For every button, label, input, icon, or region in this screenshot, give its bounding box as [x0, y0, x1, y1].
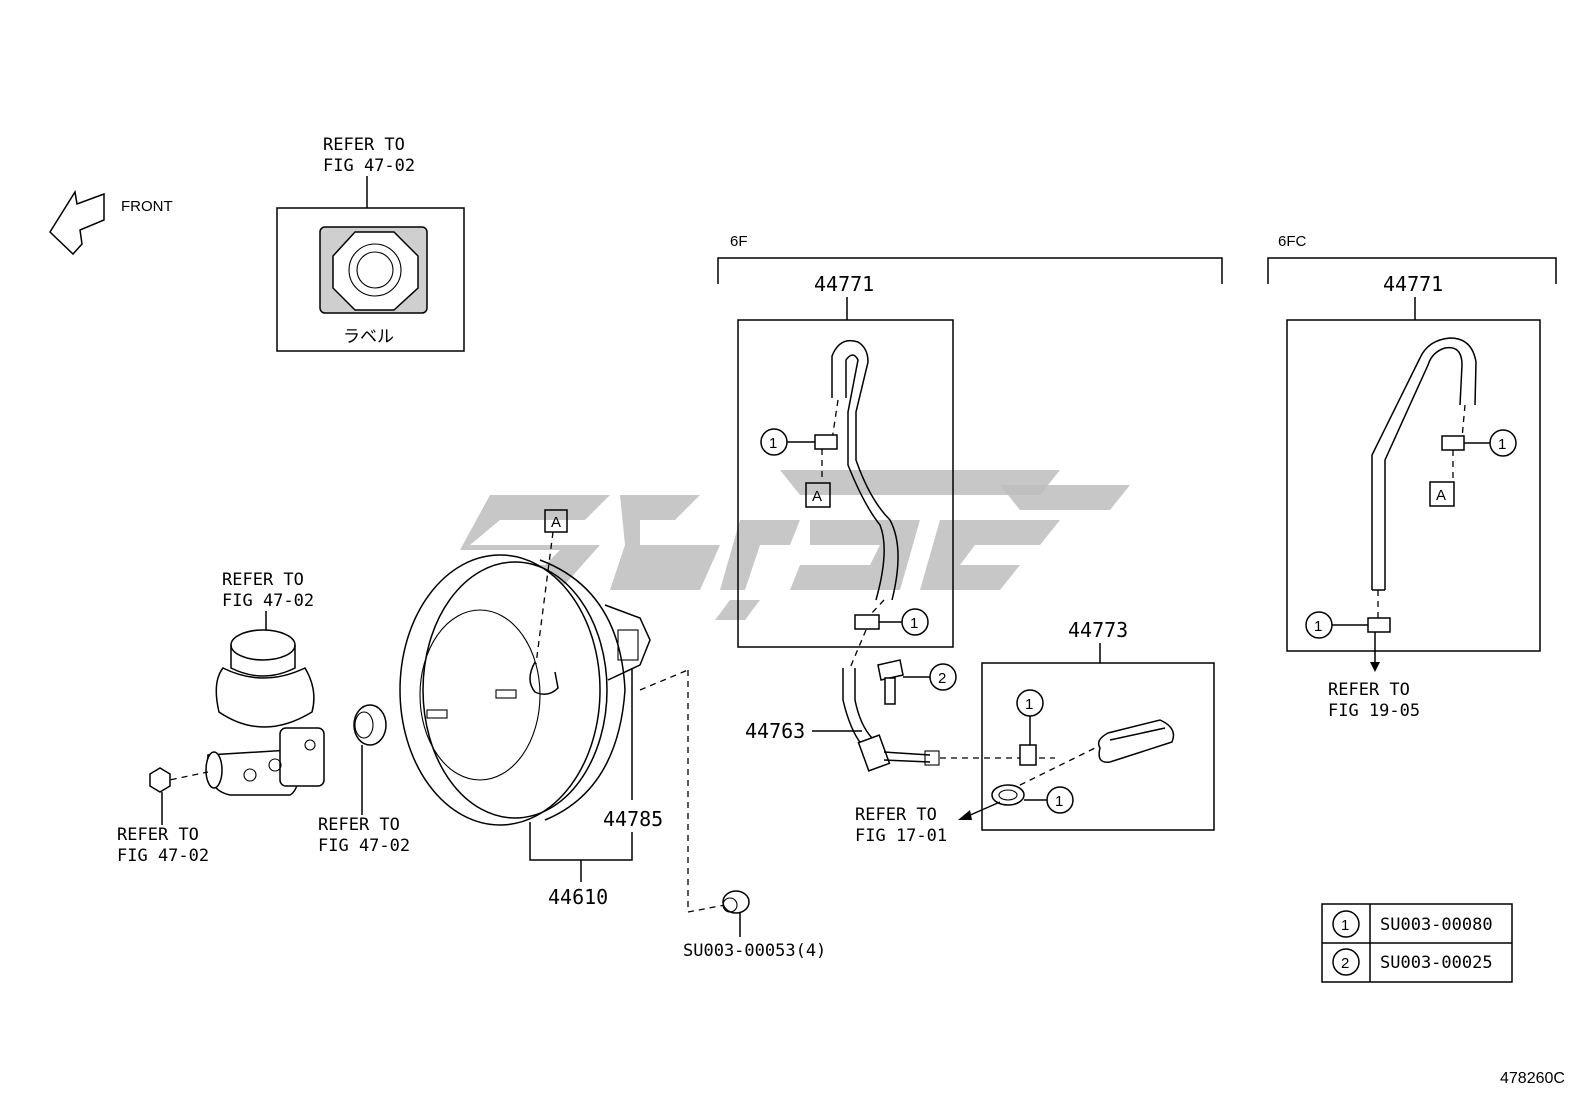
callout-1-b: 1: [910, 615, 918, 632]
part-44610: 44610: [548, 885, 608, 909]
figure-id: 478260C: [1500, 1070, 1565, 1087]
legend-part-1: SU003-00080: [1380, 915, 1493, 935]
legend-part-2: SU003-00025: [1380, 953, 1493, 973]
front-label: FRONT: [121, 198, 173, 215]
group-6f-label: 6F: [730, 233, 748, 250]
nut-su003-00053: SU003-00053(4): [683, 890, 826, 961]
refer-seal-line2: FIG 47-02: [318, 836, 410, 856]
part-nut: SU003-00053(4): [683, 941, 826, 961]
callout-1-f: 1: [1314, 618, 1322, 635]
legend-num-1: 1: [1341, 917, 1349, 934]
refer-17-line2: FIG 17-01: [855, 826, 947, 846]
refer-19-line1: REFER TO: [1328, 680, 1410, 700]
part-44785: 44785: [603, 807, 663, 831]
callout-1-d: 1: [1055, 793, 1063, 810]
group-6fc-label: 6FC: [1278, 233, 1307, 250]
master-cylinder: REFER TO FIG 47-02 REFER TO FIG 47-02: [117, 570, 325, 866]
refer-top-line2: FIG 47-02: [323, 156, 415, 176]
hose-44773: 44773 1 1 REFER TO FIG 17-01: [855, 618, 1215, 846]
seal: REFER TO FIG 47-02: [318, 704, 410, 856]
part-44771-left: 44771: [814, 272, 874, 296]
part-44773: 44773: [1068, 618, 1128, 642]
part-44771-right: 44771: [1383, 272, 1443, 296]
group-6fc: 6FC 44771 1 A 1 REFER TO FIG 19-05: [1267, 233, 1557, 721]
refer-seal-line1: REFER TO: [318, 815, 400, 835]
callout-1-a: 1: [769, 435, 777, 452]
legend-num-2: 2: [1341, 955, 1349, 972]
callout-1-e: 1: [1498, 436, 1506, 453]
check-valve-44763: 44763 2: [745, 659, 1055, 772]
callout-1-c: 1: [1025, 696, 1033, 713]
marker-a-6f: A: [812, 488, 822, 505]
refer-nut-line2: FIG 47-02: [117, 846, 209, 866]
label-jp: ラベル: [343, 327, 394, 346]
legend-table: 1 SU003-00080 2 SU003-00025: [1321, 903, 1513, 983]
refer-19-line2: FIG 19-05: [1328, 701, 1420, 721]
refer-reservoir-line1: REFER TO: [222, 570, 304, 590]
marker-a-6fc: A: [1436, 487, 1446, 504]
refer-top-line1: REFER TO: [323, 135, 405, 155]
brake-booster: A 44785 44610: [399, 509, 726, 913]
refer-nut-line1: REFER TO: [117, 825, 199, 845]
refer-17-line1: REFER TO: [855, 805, 937, 825]
group-6f: 6F 44771 1 A 1: [717, 233, 1223, 669]
marker-a-booster: A: [551, 514, 561, 531]
label-box: REFER TO FIG 47-02 ラベル: [276, 135, 465, 352]
part-44763: 44763: [745, 719, 805, 743]
refer-reservoir-line2: FIG 47-02: [222, 591, 314, 611]
callout-2: 2: [938, 670, 946, 687]
front-arrow: FRONT: [49, 189, 173, 256]
